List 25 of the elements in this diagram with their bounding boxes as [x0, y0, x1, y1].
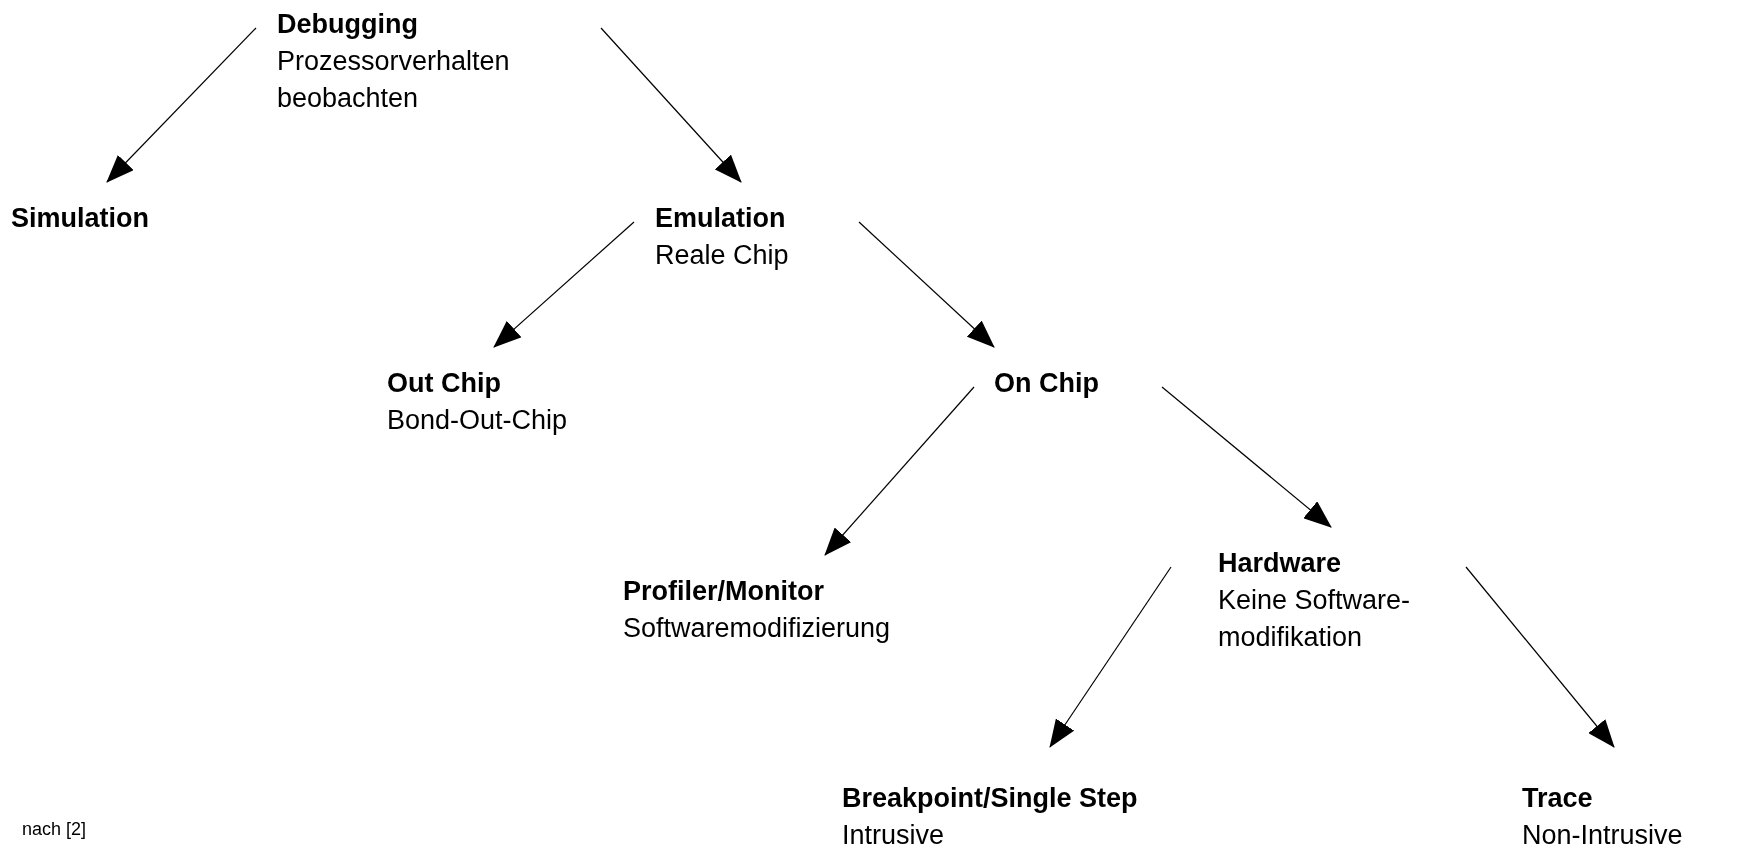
node-title: Emulation	[655, 202, 786, 235]
arrow	[858, 221, 995, 348]
arrow	[600, 27, 742, 183]
node-title: Simulation	[11, 202, 149, 235]
arrow	[493, 221, 635, 348]
arrow	[1161, 386, 1332, 528]
node-title: Profiler/Monitor	[623, 575, 824, 608]
node-description: Bond-Out-Chip	[387, 404, 568, 437]
node-title: Hardware	[1218, 547, 1342, 580]
node-description: Intrusive	[842, 819, 945, 850]
node-description: Prozessorverhalten beobachten	[277, 45, 511, 115]
arrow	[1465, 566, 1615, 748]
node-description: Keine Software- modifikation	[1218, 584, 1412, 654]
node-description: Softwaremodifizierung	[623, 612, 891, 645]
arrow	[824, 386, 975, 556]
node-title: Breakpoint/Single Step	[842, 782, 1138, 815]
node-title: Debugging	[277, 8, 418, 41]
arrow	[106, 27, 257, 183]
arrow	[1049, 566, 1172, 748]
node-description: Reale Chip	[655, 239, 789, 272]
source-note: nach [2]	[22, 818, 87, 840]
node-description: Non-Intrusive	[1522, 819, 1683, 850]
node-title: On Chip	[994, 367, 1099, 400]
node-title: Trace	[1522, 782, 1593, 815]
node-title: Out Chip	[387, 367, 501, 400]
